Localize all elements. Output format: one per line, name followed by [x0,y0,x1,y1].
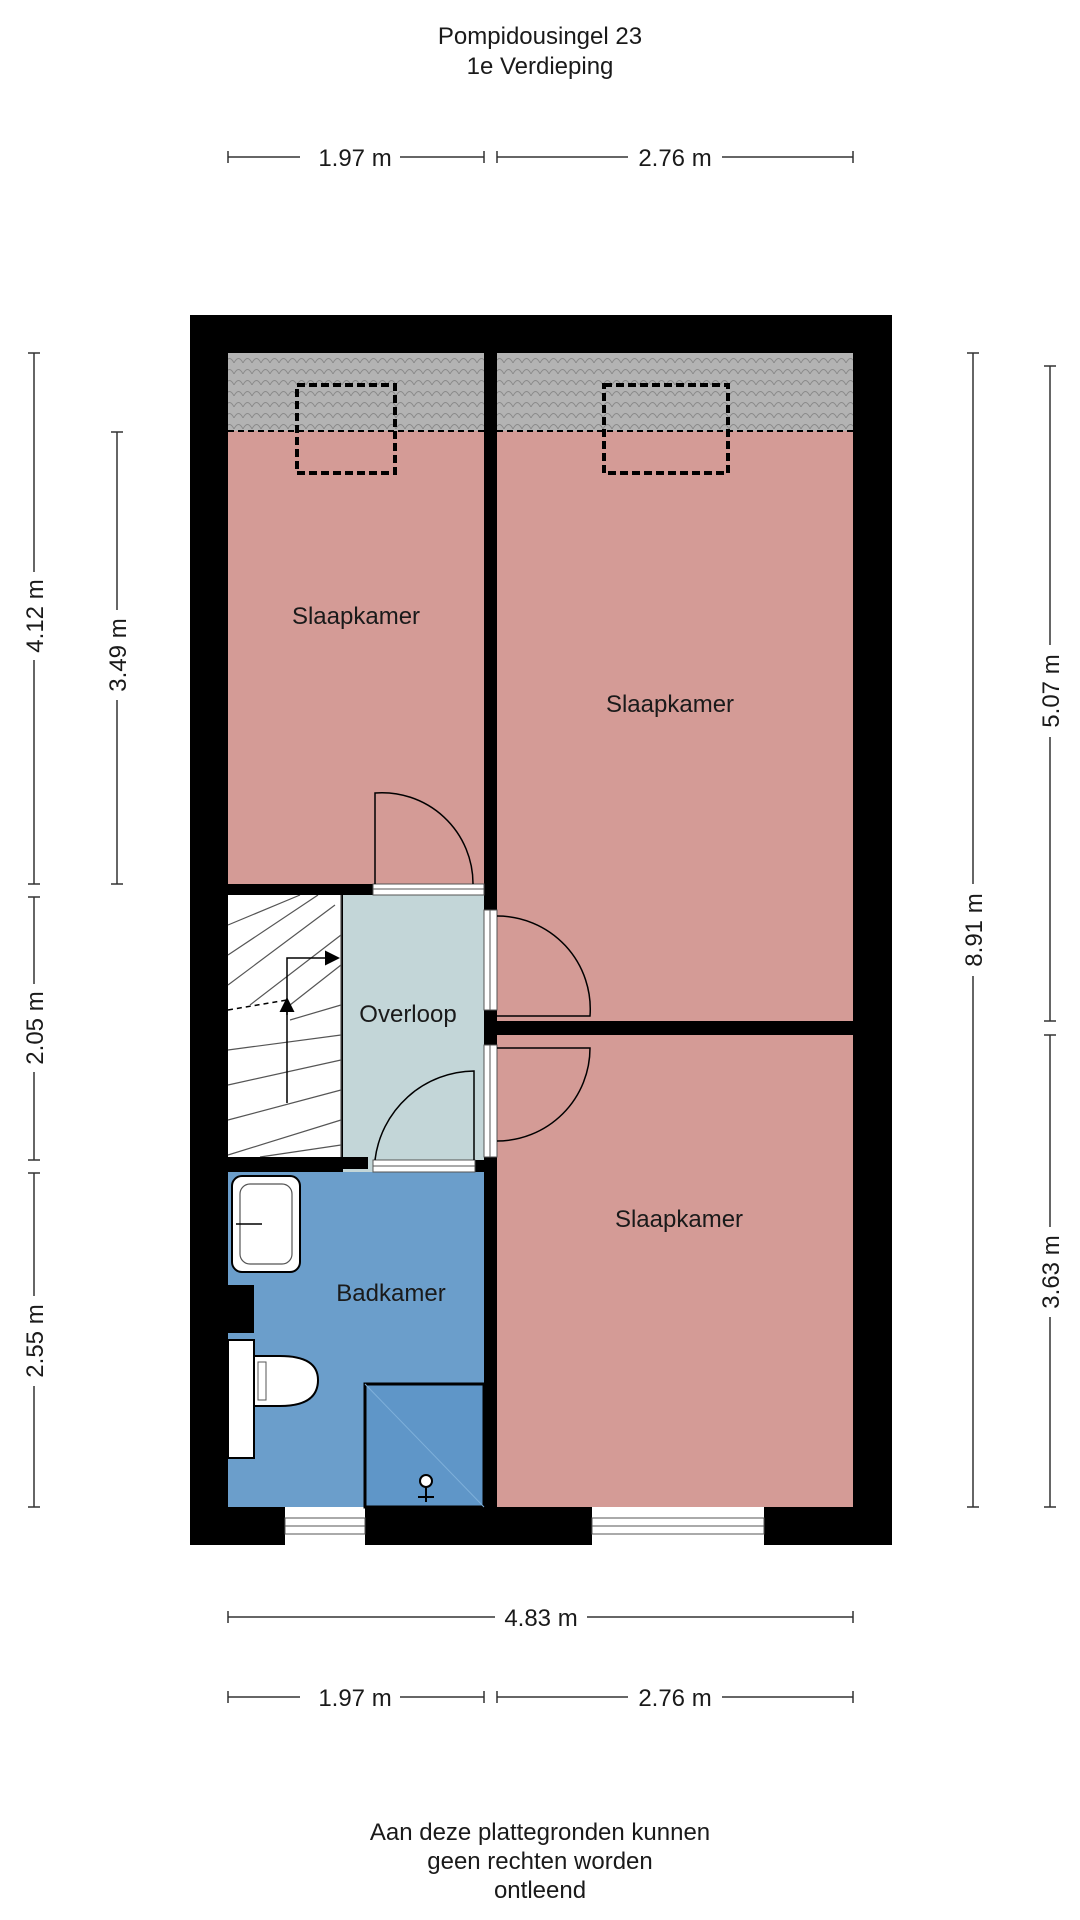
room-bedroom-3 [497,1035,853,1507]
label-bedroom-2: Slaapkamer [606,691,734,718]
staircase [227,894,342,1158]
skylight-right [602,383,730,475]
dim-bottom-left: 1.97 m [318,1685,391,1712]
disclaimer-line-2: geen rechten worden [427,1848,653,1875]
wall-bedroom2-bedroom3 [497,1021,853,1035]
door-swings [374,791,592,1161]
room-stairs [228,895,341,1157]
dim-right-total: 8.91 m [961,893,988,966]
address-title: Pompidousingel 23 [437,23,643,50]
bath-cabinet [228,1285,254,1333]
dim-left-outer-mid: 2.05 m [22,991,49,1064]
wall-bedroom1-landing [228,884,368,895]
label-bathroom: Badkamer [336,1280,445,1307]
dim-left-inner: 3.49 m [105,618,132,691]
dim-bottom-right: 2.76 m [638,1685,711,1712]
roof-tiles-left [228,353,484,431]
room-bedroom-1 [228,353,484,884]
floor-title: 1e Verdieping [466,53,614,80]
disclaimer-line-3: ontleend [493,1877,587,1904]
label-bedroom-3: Slaapkamer [615,1206,743,1233]
label-bedroom-1: Slaapkamer [292,603,420,630]
skylight-left [295,383,397,475]
wall-stairs-bath [228,1157,368,1169]
label-landing: Overloop [359,1001,456,1028]
disclaimer-line-1: Aan deze plattegronden kunnen [369,1819,711,1846]
dim-right-outer-top: 5.07 m [1038,654,1065,727]
dim-top-left: 1.97 m [318,145,391,172]
shower [363,1382,486,1509]
dim-right-outer-bottom: 3.63 m [1038,1235,1065,1308]
room-landing [343,895,484,1173]
dimension-lines [28,151,1056,1703]
dim-bottom-total: 4.83 m [504,1605,577,1632]
dim-top-right: 2.76 m [638,145,711,172]
roof-tiles-right [497,353,853,431]
toilet [227,1339,320,1459]
room-bedroom-2 [497,353,853,1021]
dim-left-outer-top: 4.12 m [22,579,49,652]
dim-left-outer-bottom: 2.55 m [22,1304,49,1377]
sink [231,1175,301,1273]
wall-landing-bath [475,1160,497,1172]
